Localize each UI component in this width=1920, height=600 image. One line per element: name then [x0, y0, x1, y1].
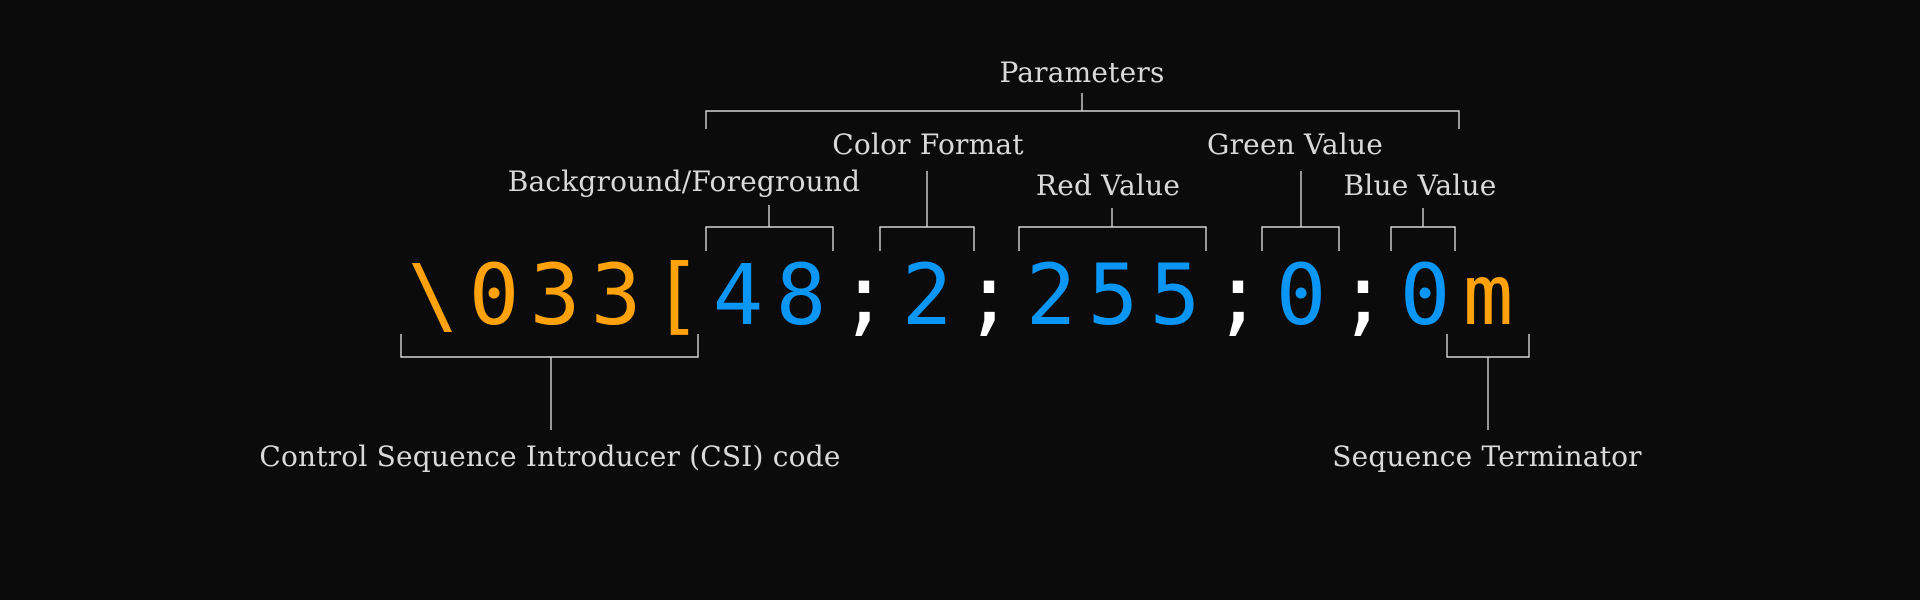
label-color-format: Color Format — [832, 128, 1024, 161]
param-char: 2 — [902, 246, 953, 344]
bracket-color-format — [879, 171, 975, 251]
csi-char: 0 — [469, 246, 520, 344]
label-green-value: Green Value — [1207, 128, 1383, 161]
param-char: 0 — [1276, 246, 1327, 344]
label-background-foreground: Background/Foreground — [508, 165, 861, 198]
label-blue-value: Blue Value — [1344, 169, 1497, 202]
csi-char: 3 — [591, 246, 642, 344]
bracket-background-foreground — [705, 205, 834, 251]
separator-char: ; — [1338, 246, 1389, 344]
separator-char: ; — [964, 246, 1015, 344]
bracket-csi — [400, 334, 699, 430]
bracket-terminator — [1446, 334, 1530, 430]
csi-char: 3 — [530, 246, 581, 344]
label-sequence-terminator: Sequence Terminator — [1332, 440, 1642, 473]
separator-char: ; — [839, 246, 890, 344]
escape-sequence: \ 0 3 3 [ 4 8 ; 2 ; 2 5 5 ; 0 ; 0 m — [408, 246, 1514, 344]
param-char: 0 — [1400, 246, 1451, 344]
bracket-green-value — [1261, 171, 1340, 251]
bracket-blue-value — [1390, 208, 1456, 251]
label-red-value: Red Value — [1036, 169, 1180, 202]
param-char: 2 — [1026, 246, 1077, 344]
param-char: 8 — [776, 246, 827, 344]
separator-char: ; — [1213, 246, 1264, 344]
label-csi-code: Control Sequence Introducer (CSI) code — [259, 440, 840, 473]
csi-char: [ — [652, 246, 703, 344]
param-char: 5 — [1088, 246, 1139, 344]
param-char: 4 — [713, 246, 764, 344]
label-parameters: Parameters — [999, 56, 1164, 89]
bracket-red-value — [1018, 208, 1207, 251]
csi-char: \ — [408, 246, 459, 344]
param-char: 5 — [1150, 246, 1201, 344]
bracket-parameters — [705, 93, 1460, 129]
terminator-char: m — [1463, 246, 1514, 344]
